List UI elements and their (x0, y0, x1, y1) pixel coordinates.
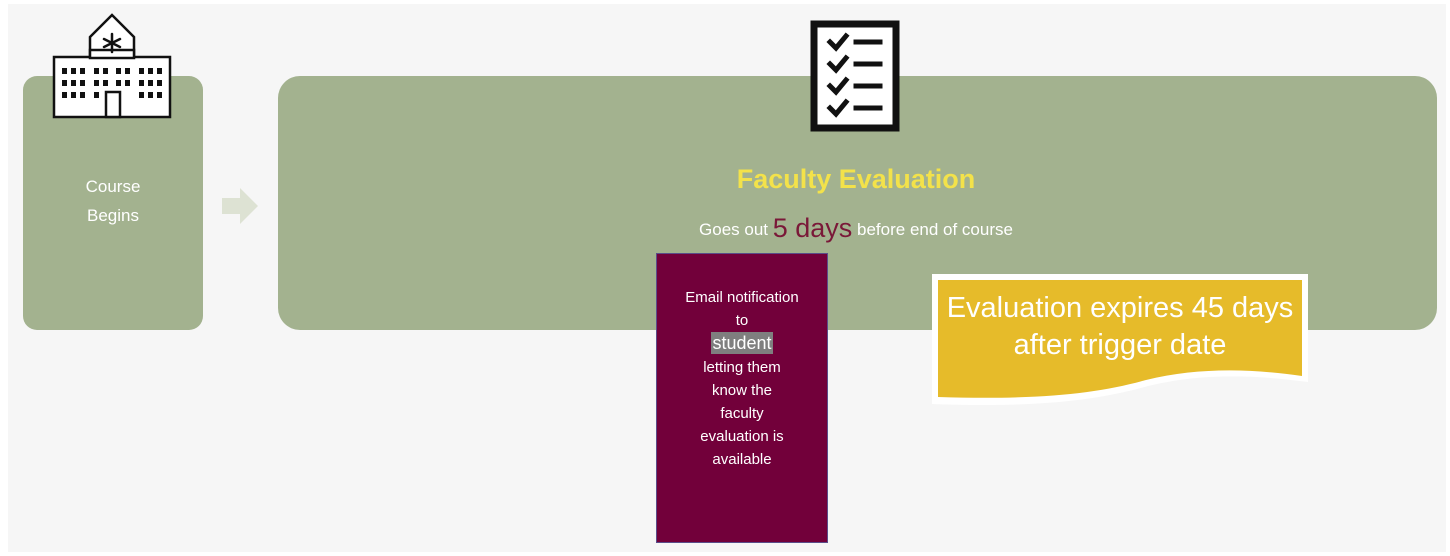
expiry-callout-shape (932, 274, 1308, 406)
checklist-icon (810, 20, 900, 132)
email-highlight-student: student (711, 332, 773, 354)
timing-suffix: before end of course (852, 220, 1013, 239)
evaluation-timing-text: Goes out 5 days before end of course (556, 210, 1156, 248)
course-begins-box (23, 76, 203, 330)
course-begins-label: Course Begins (85, 177, 141, 225)
right-arrow-icon (222, 188, 258, 224)
expiry-callout-text: Evaluation expires 45 days after trigger… (946, 292, 1294, 361)
timing-days: 5 days (772, 213, 853, 243)
faculty-evaluation-title: Faculty Evaluation (736, 164, 976, 194)
timing-prefix: Goes out (699, 220, 773, 239)
email-text-before: Email notification to (685, 289, 799, 329)
email-notification-text: Email notification to student letting th… (656, 286, 828, 471)
school-building-icon (52, 13, 172, 119)
email-text-after: letting them know the faculty evaluation… (700, 359, 784, 468)
email-notification-box (656, 253, 828, 543)
